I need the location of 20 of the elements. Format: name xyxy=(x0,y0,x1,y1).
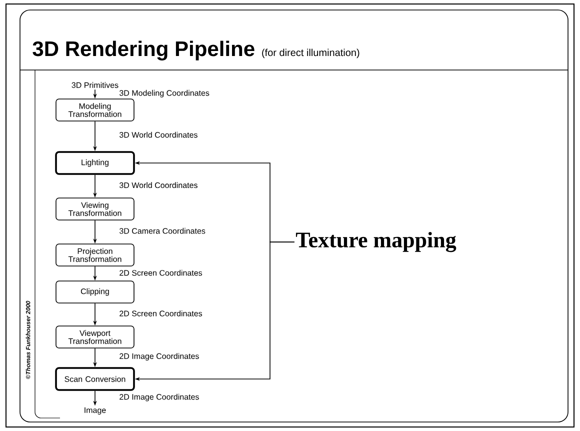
title: 3D Rendering Pipeline xyxy=(32,40,254,60)
io-label: 3D Primitives xyxy=(72,82,118,88)
io-label: Image xyxy=(84,407,106,415)
process-box: Viewing Transformation xyxy=(56,198,134,220)
process-box: Viewport Transformation xyxy=(56,326,134,348)
process-box: Scan Conversion xyxy=(55,367,135,391)
edge-label: 3D World Coordinates xyxy=(118,181,199,190)
subtitle: (for direct illumination) xyxy=(262,48,360,58)
edge-label: 3D Modeling Coordinates xyxy=(118,88,210,98)
edge-label: 3D World Coordinates xyxy=(118,130,199,139)
edge-label: 2D Image Coordinates xyxy=(118,352,200,362)
process-box: Clipping xyxy=(56,280,134,304)
edge-label: 2D Screen Coordinates xyxy=(118,268,204,277)
process-box: Projection Transformation xyxy=(56,244,134,266)
edge-label: 2D Screen Coordinates xyxy=(118,309,204,318)
side-label: Texture mapping xyxy=(296,232,456,252)
edge-label: 3D Camera Coordinates xyxy=(118,226,206,235)
process-box: Modeling Transformation xyxy=(56,98,134,122)
process-box: Lighting xyxy=(55,151,135,175)
edge-label: 2D Image Coordinates xyxy=(118,392,200,402)
